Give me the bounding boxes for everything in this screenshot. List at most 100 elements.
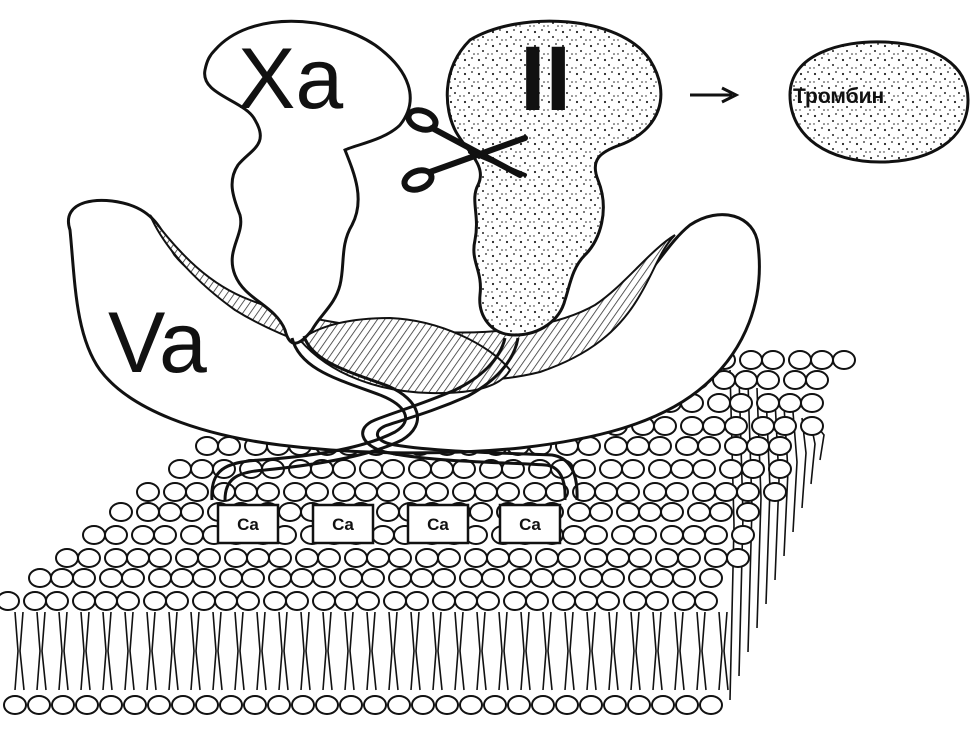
lipid-tail (169, 612, 172, 690)
lipid-head (727, 549, 749, 567)
lipid-head (56, 549, 78, 567)
lipid-tail (609, 612, 612, 690)
lipid-head (673, 592, 695, 610)
lipid-head (477, 592, 499, 610)
lipid-head (715, 483, 737, 501)
lipid-head (52, 696, 74, 714)
lipid-tail (526, 612, 530, 690)
lipid-tail (438, 612, 442, 690)
lipid-tail (257, 612, 260, 690)
lipid-head (524, 483, 546, 501)
lipid-tail (284, 612, 288, 690)
lipid-head (137, 503, 159, 521)
lipid-head (617, 503, 639, 521)
lipid-head (367, 549, 389, 567)
lipid-head (752, 417, 774, 435)
lipid-head (590, 503, 612, 521)
lipid-head (186, 483, 208, 501)
lipid-head (698, 437, 720, 455)
lipid-tail (345, 612, 348, 690)
lipid-head (678, 549, 700, 567)
lipid-head (218, 437, 240, 455)
lipid-head (585, 549, 607, 567)
lipid-head (470, 503, 492, 521)
lipid-head (573, 460, 595, 478)
lipid-head (811, 351, 833, 369)
lipid-head (377, 483, 399, 501)
lipid-head (651, 569, 673, 587)
lipid-head (563, 526, 585, 544)
lipid-tail (697, 612, 700, 690)
arrow-right-icon (690, 88, 736, 102)
lipid-tail (499, 612, 502, 690)
lipid-head (127, 549, 149, 567)
lipid-head (264, 592, 286, 610)
lipid-head (482, 569, 504, 587)
lipid-head (433, 592, 455, 610)
lipid-tail (125, 612, 128, 690)
lipid-tail (587, 612, 590, 690)
lipid-tail (240, 612, 244, 690)
lipid-head (688, 503, 710, 521)
lipid-head (257, 483, 279, 501)
lipid-head (644, 483, 666, 501)
lipid-tail (416, 612, 420, 690)
lipid-tail (702, 612, 706, 690)
lipid-head (693, 483, 715, 501)
lipid-head (164, 483, 186, 501)
lipid-head (497, 483, 519, 501)
lipid-head (460, 569, 482, 587)
lipid-head (132, 526, 154, 544)
lipid-head (764, 483, 786, 501)
calcium-label: Ca (332, 515, 354, 534)
lipid-head (695, 592, 717, 610)
lipid-head (742, 460, 764, 478)
lipid-head (172, 696, 194, 714)
lipid-head (475, 483, 497, 501)
lipid-head (242, 569, 264, 587)
lipid-head (166, 592, 188, 610)
lipid-head (357, 592, 379, 610)
lipid-head (196, 696, 218, 714)
lipid-tail (174, 612, 178, 690)
lipid-tail (570, 612, 574, 690)
lipid-head (801, 417, 823, 435)
lipid-head (646, 592, 668, 610)
lipid-head (681, 417, 703, 435)
lipid-head (597, 592, 619, 610)
lipid-tail (279, 612, 282, 690)
lipid-head (529, 460, 551, 478)
lipid-tail (455, 612, 458, 690)
lipid-tail (394, 612, 398, 690)
lipid-head (774, 417, 796, 435)
lipid-tail (191, 612, 194, 690)
lipid-head (24, 592, 46, 610)
lipid-head (607, 549, 629, 567)
lipid-tail (20, 612, 24, 690)
lipid-head (806, 371, 828, 389)
lipid-head (117, 592, 139, 610)
lipid-head (389, 549, 411, 567)
lipid-head (735, 371, 757, 389)
lipid-tail (548, 612, 552, 690)
lipid-tail (196, 612, 200, 690)
lipid-head (364, 696, 386, 714)
lipid-head (700, 696, 722, 714)
lipid-head (340, 696, 362, 714)
lipid-tail (350, 612, 354, 690)
lipid-head (789, 351, 811, 369)
lipid-head (220, 569, 242, 587)
lipid-tail (108, 612, 112, 690)
lipid-head (460, 696, 482, 714)
lipid-head (602, 569, 624, 587)
membrane-bottom-heads (4, 696, 722, 714)
factor-xa-label: Xa (238, 31, 343, 127)
lipid-head (154, 526, 176, 544)
lipid-head (95, 592, 117, 610)
lipid-head (453, 483, 475, 501)
lipid-tail (37, 612, 40, 690)
lipid-head (622, 460, 644, 478)
lipid-head (0, 592, 19, 610)
lipid-tail (614, 612, 618, 690)
